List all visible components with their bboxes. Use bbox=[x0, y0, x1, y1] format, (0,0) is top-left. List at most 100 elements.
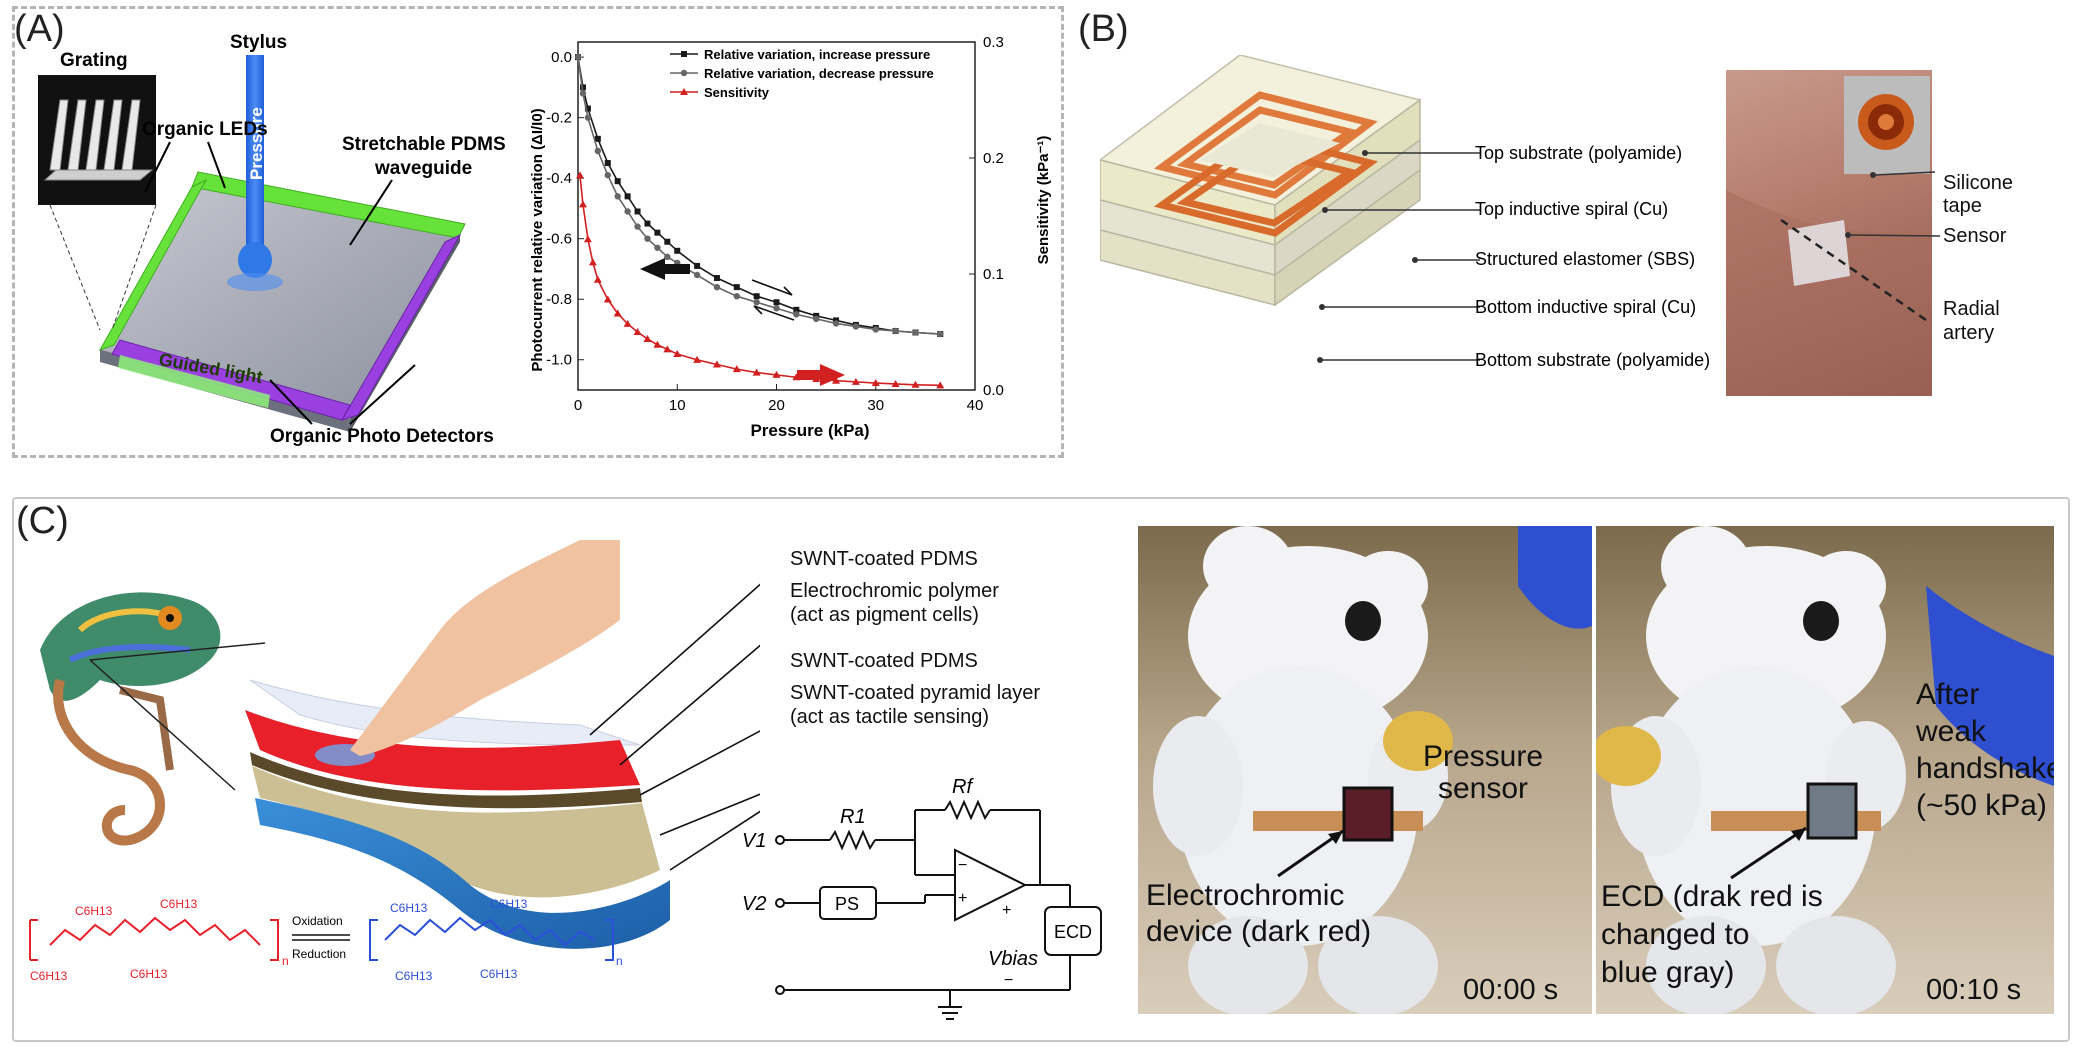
reduction-label: Reduction bbox=[292, 947, 346, 961]
chart-y2-axis-label: Sensitivity (kPa⁻¹) bbox=[1035, 136, 1052, 265]
legend-label: Relative variation, decrease pressure bbox=[704, 66, 934, 81]
data-point-decrease bbox=[832, 320, 840, 327]
repeat-unit-n: n bbox=[282, 954, 289, 968]
oxidized-polymer-structure bbox=[369, 916, 614, 961]
after-label-line3: handshake bbox=[1916, 752, 2054, 785]
ecd-device-label-line2: device (dark red) bbox=[1146, 915, 1372, 948]
repeat-unit-n: n bbox=[616, 954, 623, 968]
rf-label: Rf bbox=[952, 776, 974, 798]
decrease-direction-arrow bbox=[753, 305, 795, 321]
layer-label-tactile: (act as tactile sensing) bbox=[790, 706, 989, 728]
oxidation-label: Oxidation bbox=[292, 914, 343, 928]
data-point-decrease bbox=[937, 330, 944, 338]
substituent-label: C6H13 bbox=[395, 969, 433, 980]
ecd-highlight-box bbox=[1806, 782, 1858, 840]
substituent-label: C6H13 bbox=[390, 901, 428, 915]
right-axis-arrow bbox=[797, 364, 845, 386]
inductive-spiral-bottom bbox=[1153, 131, 1379, 237]
ecd-device-label-line1: Electrochromic bbox=[1146, 879, 1345, 912]
data-point-decrease bbox=[644, 235, 651, 242]
data-point-increase bbox=[654, 229, 661, 236]
data-point-decrease bbox=[693, 271, 701, 279]
y-tick-label: 0.0 bbox=[551, 49, 572, 66]
data-point-sensitivity bbox=[891, 379, 900, 387]
panel-a-label: (A) bbox=[14, 8, 65, 50]
reduced-polymer-structure bbox=[29, 916, 279, 961]
data-point-decrease bbox=[733, 292, 740, 300]
r1-resistor bbox=[829, 829, 876, 851]
pressure-label: Pressure bbox=[247, 107, 266, 180]
x-tick-label: 0 bbox=[574, 397, 582, 414]
silicone-tape-marker bbox=[1870, 172, 1876, 178]
pyramid-tactile-layer bbox=[252, 766, 660, 898]
grating-label: Grating bbox=[60, 50, 128, 71]
data-point-increase bbox=[753, 293, 760, 300]
series-line-2 bbox=[579, 175, 941, 387]
data-point-decrease bbox=[664, 253, 671, 261]
layer-label-swnt-pdms-mid: SWNT-coated PDMS bbox=[790, 650, 978, 672]
data-point-increase bbox=[614, 178, 621, 185]
legend-marker bbox=[680, 88, 688, 95]
electrochromic-red-layer bbox=[245, 710, 640, 791]
data-point-sensitivity bbox=[575, 171, 584, 179]
data-point-decrease bbox=[604, 171, 611, 179]
substituent-label: C6H13 bbox=[30, 969, 68, 980]
data-point-increase bbox=[634, 208, 641, 215]
r1-label: R1 bbox=[840, 806, 866, 828]
panel-b-sensor-stack-diagram: Top substrate (polyamide) Top inductive … bbox=[1100, 55, 1710, 370]
pressure-sensor-label-line2: sensor bbox=[1438, 772, 1529, 805]
data-point-increase bbox=[644, 220, 651, 227]
data-point-decrease bbox=[594, 147, 602, 155]
opamp-minus: − bbox=[958, 857, 967, 874]
silicone-tape-patch bbox=[1788, 220, 1850, 286]
data-point-decrease bbox=[852, 323, 860, 330]
data-point-sensitivity bbox=[593, 275, 602, 283]
legend-marker bbox=[681, 51, 687, 57]
data-point-increase bbox=[694, 262, 701, 269]
data-point-increase bbox=[604, 160, 611, 167]
panel-c-label: (C) bbox=[16, 500, 69, 542]
ecd-label: ECD bbox=[1054, 922, 1092, 942]
data-point-sensitivity bbox=[871, 379, 880, 387]
chart-plot-frame bbox=[577, 41, 976, 391]
layer-label-bottom-substrate: Bottom substrate (polyamide) bbox=[1475, 350, 1710, 370]
bear-frame-10s: After weak handshake (~50 kPa) ECD (drak… bbox=[1596, 526, 2054, 1014]
increase-direction-arrow bbox=[751, 279, 793, 296]
fingertip-hand bbox=[350, 540, 620, 756]
vbias-minus: − bbox=[1004, 972, 1013, 989]
data-point-decrease bbox=[574, 53, 582, 61]
data-point-decrease bbox=[872, 326, 879, 333]
data-point-increase bbox=[793, 306, 800, 313]
data-point-sensitivity bbox=[752, 368, 761, 376]
data-point-decrease bbox=[773, 305, 780, 312]
vbias-plus: + bbox=[1002, 902, 1011, 919]
data-point-sensitivity bbox=[578, 200, 587, 208]
data-point-sensitivity bbox=[712, 360, 721, 368]
chameleon bbox=[40, 592, 221, 846]
data-point-decrease bbox=[579, 90, 587, 97]
silicone-tape-label-line1: Silicone bbox=[1943, 172, 2014, 194]
data-point-sensitivity bbox=[673, 350, 682, 358]
substituent-label: C6H13 bbox=[75, 904, 113, 918]
data-point-increase bbox=[664, 238, 671, 245]
blue-pyramid-base-layer bbox=[255, 798, 670, 949]
data-point-increase bbox=[584, 105, 591, 112]
panel-c-circuit-diagram: R1 Rf V1 V2 PS ECD Vbias − + + − bbox=[742, 776, 1102, 1020]
guided-light-beam bbox=[118, 355, 270, 408]
y-tick-label: -0.8 bbox=[546, 291, 572, 308]
y-tick-label: -0.4 bbox=[546, 170, 572, 187]
waveguide-label-line1: Stretchable PDMS bbox=[342, 134, 506, 155]
data-point-sensitivity bbox=[588, 258, 597, 266]
data-point-sensitivity bbox=[623, 319, 632, 327]
opamp-plus: + bbox=[958, 890, 967, 907]
layer-label-bottom-spiral: Bottom inductive spiral (Cu) bbox=[1475, 297, 1696, 317]
data-point-decrease bbox=[624, 208, 631, 215]
photo-detectors-label: Organic Photo Detectors bbox=[270, 426, 494, 447]
data-point-increase bbox=[624, 193, 631, 200]
layer-label-pyramid: SWNT-coated pyramid layer bbox=[790, 682, 1041, 704]
grating-ridges bbox=[43, 99, 154, 181]
after-label-line1: After bbox=[1916, 678, 1980, 711]
panel-b-label: (B) bbox=[1078, 8, 1129, 50]
ecd-change-label-line1: ECD (drak red is bbox=[1601, 880, 1823, 913]
